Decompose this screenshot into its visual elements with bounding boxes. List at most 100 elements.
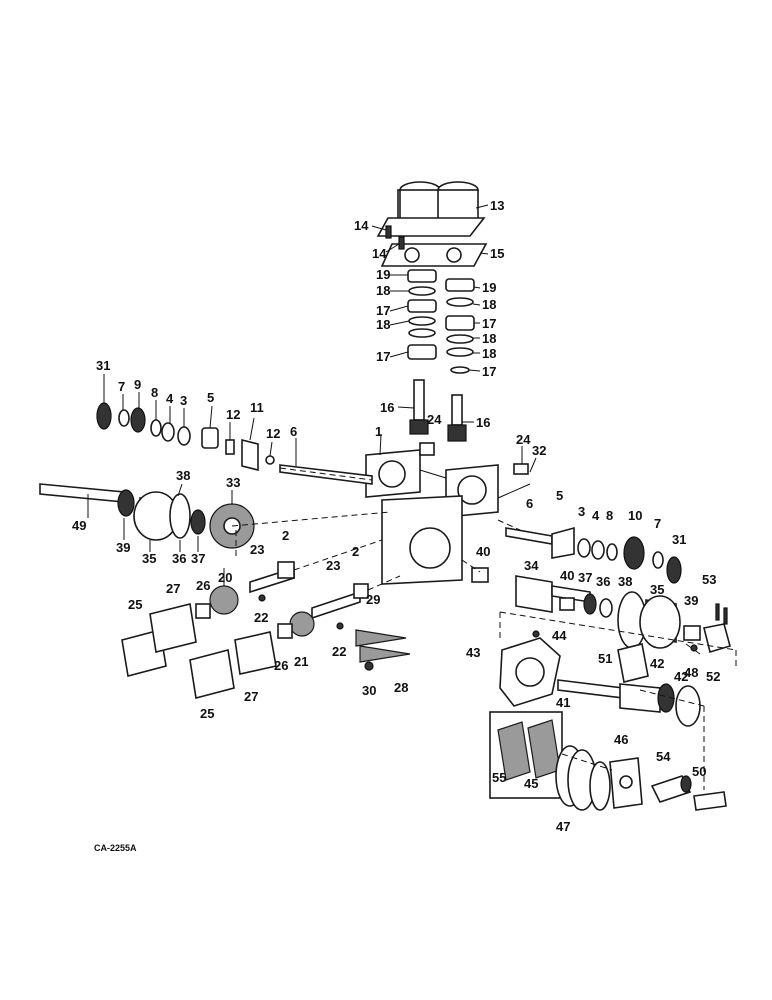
bottom-right-parts: [489, 711, 727, 811]
callout-1: 1: [375, 424, 382, 439]
callout-18: 18: [482, 297, 496, 312]
pinion-shafts-16: [409, 379, 467, 442]
callout-48: 48: [684, 665, 698, 680]
callout-36: 36: [596, 574, 610, 589]
gasket-15: [380, 243, 488, 267]
callout-17: 17: [482, 316, 496, 331]
callout-43: 43: [466, 645, 480, 660]
callout-39: 39: [116, 540, 130, 555]
leader-lines: [87, 204, 537, 586]
figure-code: CA-2255A: [94, 843, 137, 853]
callout-23: 23: [250, 542, 264, 557]
callout-8: 8: [151, 385, 158, 400]
callout-35: 35: [650, 582, 664, 597]
callout-2: 2: [282, 528, 289, 543]
callout-3: 3: [578, 504, 585, 519]
callout-30: 30: [362, 683, 376, 698]
callout-9: 9: [134, 377, 141, 392]
callout-10: 10: [628, 508, 642, 523]
callout-38: 38: [618, 574, 632, 589]
callout-27: 27: [244, 689, 258, 704]
callout-11: 11: [250, 400, 264, 415]
callout-7: 7: [654, 516, 661, 531]
callout-26: 26: [196, 578, 210, 593]
callout-36: 36: [172, 551, 186, 566]
callout-15: 15: [490, 246, 504, 261]
callout-33: 33: [226, 475, 240, 490]
callout-24: 24: [427, 412, 442, 427]
callout-12: 12: [266, 426, 280, 441]
callout-13: 13: [490, 198, 504, 213]
gearbox-housing-1: [365, 442, 499, 585]
bolts-14: [385, 225, 405, 250]
callout-17: 17: [376, 349, 390, 364]
callout-50: 50: [692, 764, 706, 779]
callout-14: 14: [354, 218, 369, 233]
callout-19: 19: [482, 280, 496, 295]
callout-18: 18: [376, 317, 390, 332]
callout-16: 16: [380, 400, 394, 415]
callout-16: 16: [476, 415, 490, 430]
callout-37: 37: [191, 551, 205, 566]
callout-40: 40: [476, 544, 490, 559]
callout-22: 22: [332, 644, 346, 659]
callout-52: 52: [706, 669, 720, 684]
ring-stack-right: [445, 278, 475, 374]
callout-34: 34: [524, 558, 539, 573]
callout-38: 38: [176, 468, 190, 483]
callout-53: 53: [702, 572, 716, 587]
callout-31: 31: [672, 532, 686, 547]
callout-31: 31: [96, 358, 110, 373]
callout-18: 18: [482, 346, 496, 361]
callout-42: 42: [674, 669, 688, 684]
callout-7: 7: [118, 379, 125, 394]
callout-37: 37: [578, 570, 592, 585]
callout-4: 4: [592, 508, 600, 523]
left-lower-parts: [121, 561, 295, 699]
callout-4: 4: [166, 391, 174, 406]
center-lower-parts: [277, 583, 411, 671]
sleeve-housing-13: [376, 181, 486, 237]
right-lower-parts: [499, 630, 701, 727]
callout-14: 14: [372, 246, 387, 261]
left-upper-shaft-parts: [96, 402, 373, 485]
callout-8: 8: [606, 508, 613, 523]
callout-5: 5: [207, 390, 214, 405]
callout-26: 26: [274, 658, 288, 673]
callout-39: 39: [684, 593, 698, 608]
callout-12: 12: [226, 407, 240, 422]
callout-35: 35: [142, 551, 156, 566]
callout-22: 22: [254, 610, 268, 625]
callout-3: 3: [180, 393, 187, 408]
callout-55: 55: [492, 770, 506, 785]
callout-19: 19: [376, 267, 390, 282]
callout-44: 44: [552, 628, 567, 643]
callout-24: 24: [516, 432, 531, 447]
callout-5: 5: [556, 488, 563, 503]
callout-41: 41: [556, 695, 570, 710]
callout-25: 25: [200, 706, 214, 721]
callout-27: 27: [166, 581, 180, 596]
left-long-shaft-49: [39, 483, 255, 549]
callout-29: 29: [366, 592, 380, 607]
right-upper-shaft-parts: [497, 463, 682, 584]
callout-21: 21: [294, 654, 308, 669]
callout-32: 32: [532, 443, 546, 458]
callout-23: 23: [326, 558, 340, 573]
callout-18: 18: [482, 331, 496, 346]
callout-6: 6: [290, 424, 297, 439]
callout-20: 20: [218, 570, 232, 585]
callout-45: 45: [524, 776, 538, 791]
callout-46: 46: [614, 732, 628, 747]
callout-18: 18: [376, 283, 390, 298]
ring-stack-left: [407, 269, 437, 360]
callout-25: 25: [128, 597, 142, 612]
callout-54: 54: [656, 749, 671, 764]
callout-47: 47: [556, 819, 570, 834]
callout-17: 17: [482, 364, 496, 379]
callout-49: 49: [72, 518, 86, 533]
callout-6: 6: [526, 496, 533, 511]
